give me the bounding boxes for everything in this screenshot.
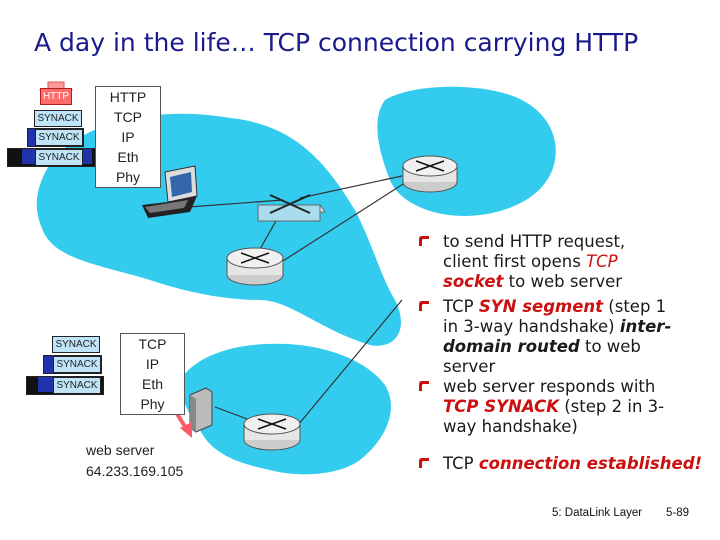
layer-phy: Phy <box>115 169 141 185</box>
footer-chapter: 5: DataLink Layer <box>552 507 643 519</box>
bullet-highlight: SYN segment <box>478 297 604 316</box>
bullet-text: to web server <box>503 272 623 291</box>
client-laptop-icon <box>142 165 198 218</box>
bullet-text: way handshake) <box>443 417 578 436</box>
bullet-text: client first opens <box>443 252 587 271</box>
ethernet-switch-icon <box>257 194 326 222</box>
internet-cloud <box>377 86 556 216</box>
bullet-item: TCP SYN segment (step 1 in 3-way handsha… <box>418 297 718 377</box>
slide-title: A day in the life… TCP connection carryi… <box>34 28 639 57</box>
router-icon-server <box>243 413 301 451</box>
bullet-item: TCP connection established! <box>418 454 718 474</box>
layer-ip: IP <box>145 356 160 372</box>
layer-eth: Eth <box>117 149 139 165</box>
bullet-emphasis: inter- <box>619 317 672 336</box>
bullet-text: in 3-way handshake) <box>443 317 620 336</box>
router-icon-client <box>226 247 284 286</box>
footer-page-number: 5-89 <box>666 507 690 519</box>
bullet-list: to send HTTP request, client first opens… <box>418 232 718 474</box>
bullet-icon <box>419 458 429 468</box>
bullet-highlight: connection established! <box>478 454 703 473</box>
server-protocol-stack: TCP IP Eth Phy <box>120 333 185 415</box>
web-server-ip: 64.233.169.105 <box>86 463 184 479</box>
http-packet: HTTP <box>40 88 72 105</box>
ip-synack-payload: SYNACK <box>35 129 83 146</box>
server-eth-synack-payload: SYNACK <box>53 377 101 394</box>
web-server-label: web server 64.233.169.105 <box>86 440 183 482</box>
server-ip-synack-payload: SYNACK <box>53 356 101 373</box>
bullet-text: to send HTTP request, <box>443 232 626 251</box>
bullet-item: to send HTTP request, client first opens… <box>418 232 718 292</box>
client-protocol-stack: HTTP TCP IP Eth Phy <box>95 86 161 188</box>
bullet-text: web server responds with <box>443 377 656 396</box>
router-icon-internet <box>402 155 458 193</box>
bullet-highlight: socket <box>443 272 504 291</box>
bullet-text: server <box>443 357 496 376</box>
bullet-highlight: TCP <box>586 252 618 271</box>
bullet-text: to web <box>579 337 641 356</box>
layer-tcp: TCP <box>114 109 142 125</box>
layer-http: HTTP <box>109 89 147 105</box>
tcp-synack-segment: SYNACK <box>34 110 82 127</box>
bullet-text: TCP <box>443 454 479 473</box>
bullet-text: TCP <box>443 297 479 316</box>
layer-tcp: TCP <box>138 336 167 352</box>
layer-ip: IP <box>121 129 135 145</box>
server-tcp-synack-segment: SYNACK <box>52 336 100 353</box>
bullet-text: (step 2 in 3- <box>559 397 665 416</box>
web-server-name: web server <box>86 442 155 458</box>
bullet-icon <box>419 301 429 311</box>
web-server-icon <box>189 387 213 433</box>
bullet-emphasis: domain routed <box>443 337 580 356</box>
bullet-text: (step 1 <box>603 297 667 316</box>
layer-phy: Phy <box>140 396 165 412</box>
bullet-item: web server responds with TCP SYNACK (ste… <box>418 377 718 437</box>
bullet-icon <box>419 236 429 246</box>
eth-synack-payload: SYNACK <box>35 149 83 166</box>
bullet-icon <box>419 381 429 391</box>
layer-eth: Eth <box>141 376 163 392</box>
bullet-highlight: TCP SYNACK <box>443 397 559 416</box>
